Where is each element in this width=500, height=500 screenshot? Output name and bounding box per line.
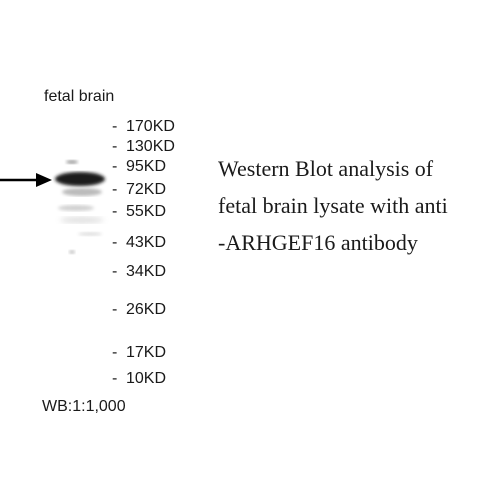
marker-170kd: -170KD [112,118,175,135]
marker-26kd: -26KD [112,301,167,318]
caption-line: fetal brain lysate with anti [218,193,448,218]
marker-34kd: -34KD [112,263,167,280]
marker-130kd: -130KD [112,138,175,155]
band-arrow-icon [0,173,52,187]
dilution-label: WB:1:1,000 [42,398,126,415]
marker-43kd: -43KD [112,234,167,251]
marker-10kd: -10KD [112,370,167,387]
blot-lane [52,122,110,272]
caption-line: -ARHGEF16 antibody [218,230,418,255]
sample-label: fetal brain [44,88,115,105]
figure-caption: Western Blot analysis of fetal brain lys… [218,150,488,261]
marker-72kd: -72KD [112,181,167,198]
marker-55kd: -55KD [112,203,167,220]
marker-95kd: -95KD [112,158,167,175]
caption-line: Western Blot analysis of [218,156,434,181]
marker-17kd: -17KD [112,344,167,361]
